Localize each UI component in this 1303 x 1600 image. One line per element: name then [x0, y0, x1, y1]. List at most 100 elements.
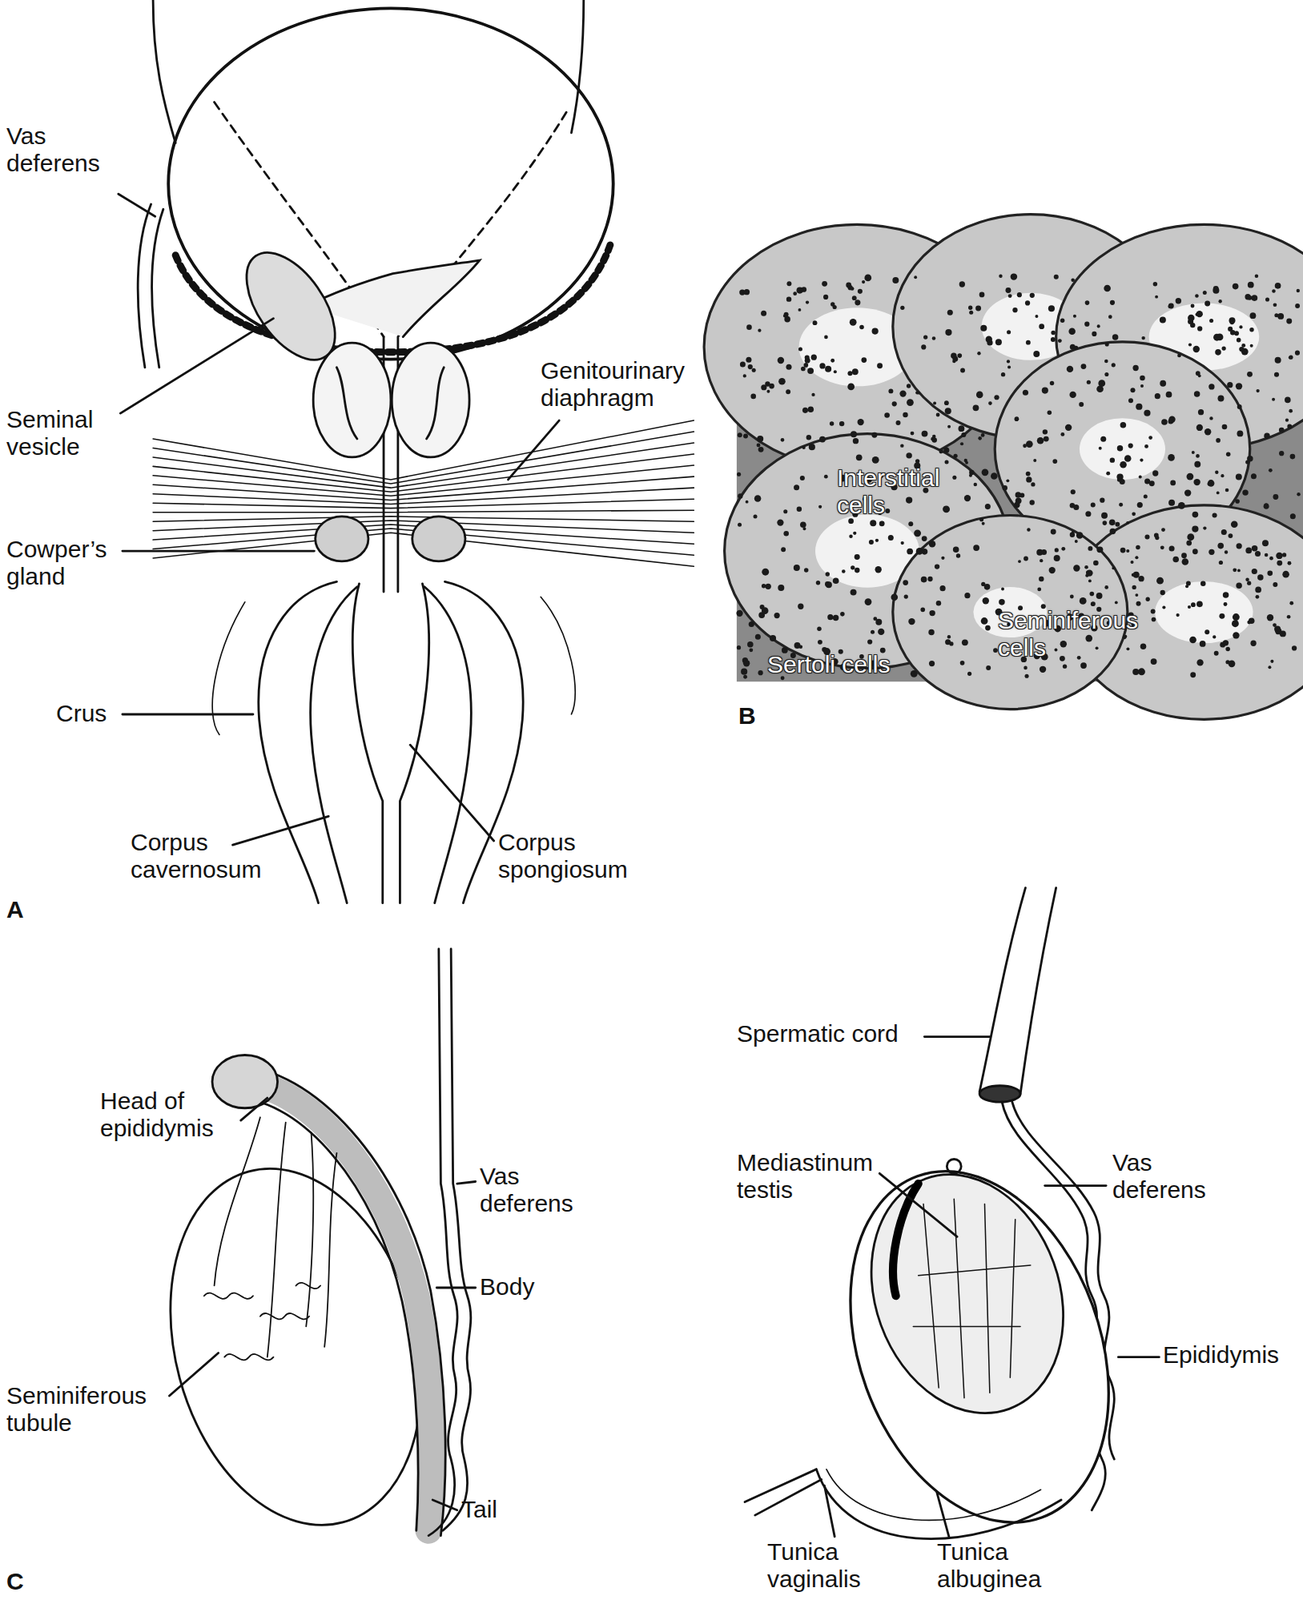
illustration-stroke — [1290, 454, 1296, 460]
illustration-stroke — [748, 621, 755, 628]
illustration-stroke — [910, 670, 918, 678]
illustration-stroke — [848, 534, 853, 539]
illustration-stroke — [1188, 342, 1192, 346]
illustration-stroke — [1131, 511, 1136, 516]
illustration-stroke — [1196, 424, 1203, 431]
illustration-stroke — [1204, 300, 1211, 306]
illustration-stroke — [1120, 422, 1127, 429]
illustration-stroke — [939, 585, 946, 592]
illustration-stroke — [937, 1492, 950, 1537]
illustration-stroke — [802, 446, 806, 450]
illustration-stroke — [442, 949, 471, 1531]
illustration-stroke — [798, 346, 803, 351]
illustration-stroke — [942, 506, 950, 514]
illustration-stroke — [945, 459, 950, 464]
illustration-stroke — [964, 592, 970, 599]
illustration-stroke — [985, 625, 991, 632]
illustration-stroke — [985, 665, 991, 671]
illustration-stroke — [424, 587, 471, 904]
illustration-stroke — [1175, 613, 1179, 617]
illustration-stroke — [1278, 450, 1284, 456]
illustration-stroke — [804, 354, 810, 360]
illustration-stroke — [1200, 580, 1207, 587]
illustration-stroke — [827, 614, 833, 620]
illustration-stroke — [1197, 325, 1203, 331]
illustration-stroke — [933, 402, 937, 406]
illustration-stroke — [1275, 552, 1283, 560]
illustration-stroke — [1126, 647, 1130, 651]
illustration-stroke — [847, 383, 855, 391]
illustration-stroke — [947, 635, 951, 639]
illustration-stroke — [1194, 461, 1201, 468]
illustration-stroke — [1069, 502, 1075, 508]
illustration-stroke — [152, 498, 694, 508]
illustration-stroke — [1141, 336, 1145, 340]
illustration-stroke — [888, 534, 894, 541]
illustration-stroke — [785, 389, 791, 395]
illustration-stroke — [1025, 471, 1031, 477]
illustration-stroke — [1026, 527, 1030, 531]
illustration-stroke — [1214, 349, 1222, 356]
panel-letter: B — [738, 702, 757, 730]
illustration-stroke — [1254, 587, 1262, 594]
illustration-stroke — [1271, 398, 1275, 402]
illustration-stroke — [1069, 391, 1076, 399]
illustration-stroke — [1245, 547, 1252, 555]
illustration-stroke — [879, 1173, 958, 1237]
illustration-stroke — [888, 388, 893, 394]
illustration-stroke — [848, 518, 854, 524]
illustration-stroke — [804, 362, 809, 368]
illustration-stroke — [906, 548, 913, 555]
illustration-stroke — [979, 517, 984, 522]
illustration-stroke — [1042, 429, 1048, 435]
illustration-stroke — [1236, 337, 1242, 343]
illustration-stroke — [981, 617, 989, 625]
illustration-stroke — [743, 374, 747, 378]
illustration-stroke — [1104, 585, 1109, 590]
illustration-stroke — [1218, 560, 1223, 565]
illustration-stroke — [872, 616, 877, 621]
illustration-stroke — [797, 603, 804, 610]
illustration-stroke — [973, 482, 978, 487]
illustration-stroke — [1263, 433, 1270, 439]
illustration-stroke — [802, 407, 809, 414]
illustration-stroke — [1073, 314, 1077, 318]
illustration-stroke — [399, 583, 429, 904]
illustration-stroke — [869, 519, 877, 527]
illustration-stroke — [1117, 445, 1123, 451]
illustration-stroke — [785, 364, 792, 370]
illustration-stroke — [912, 1198, 1031, 1398]
illustration-stroke — [778, 378, 786, 386]
illustration-stroke — [904, 594, 909, 599]
illustration-stroke — [1286, 615, 1291, 620]
illustration-stroke — [1084, 321, 1090, 327]
illustration-stroke — [1202, 526, 1207, 530]
illustration-stroke — [1090, 502, 1096, 507]
illustration-stroke — [1194, 390, 1201, 398]
illustration-stroke — [1250, 312, 1257, 319]
illustration-stroke — [1038, 576, 1044, 582]
illustration-stroke — [900, 443, 904, 447]
illustration-stroke — [902, 412, 908, 418]
illustration-stroke — [1222, 424, 1228, 431]
illustration-stroke — [1251, 568, 1258, 575]
illustration-stroke — [1198, 374, 1202, 378]
illustration-stroke — [913, 529, 921, 537]
illustration-stroke — [1096, 546, 1103, 553]
illustration-stroke — [1198, 409, 1204, 415]
illustration-stroke — [960, 442, 964, 446]
illustration-stroke — [892, 401, 897, 407]
illustration-stroke — [1193, 345, 1200, 353]
illustration-stroke — [1166, 391, 1173, 399]
illustration-stroke — [1168, 416, 1175, 423]
illustration-stroke — [1080, 662, 1087, 669]
illustration-stroke — [1181, 552, 1187, 559]
illustration-stroke — [1085, 300, 1090, 306]
illustration-stroke — [956, 553, 961, 558]
illustration-stroke — [1271, 289, 1276, 294]
illustration-stroke — [745, 357, 752, 363]
illustration-stroke — [780, 438, 785, 443]
illustration-stroke — [1204, 629, 1210, 635]
illustration-stroke — [1088, 579, 1092, 583]
illustration-stroke — [1049, 567, 1056, 574]
